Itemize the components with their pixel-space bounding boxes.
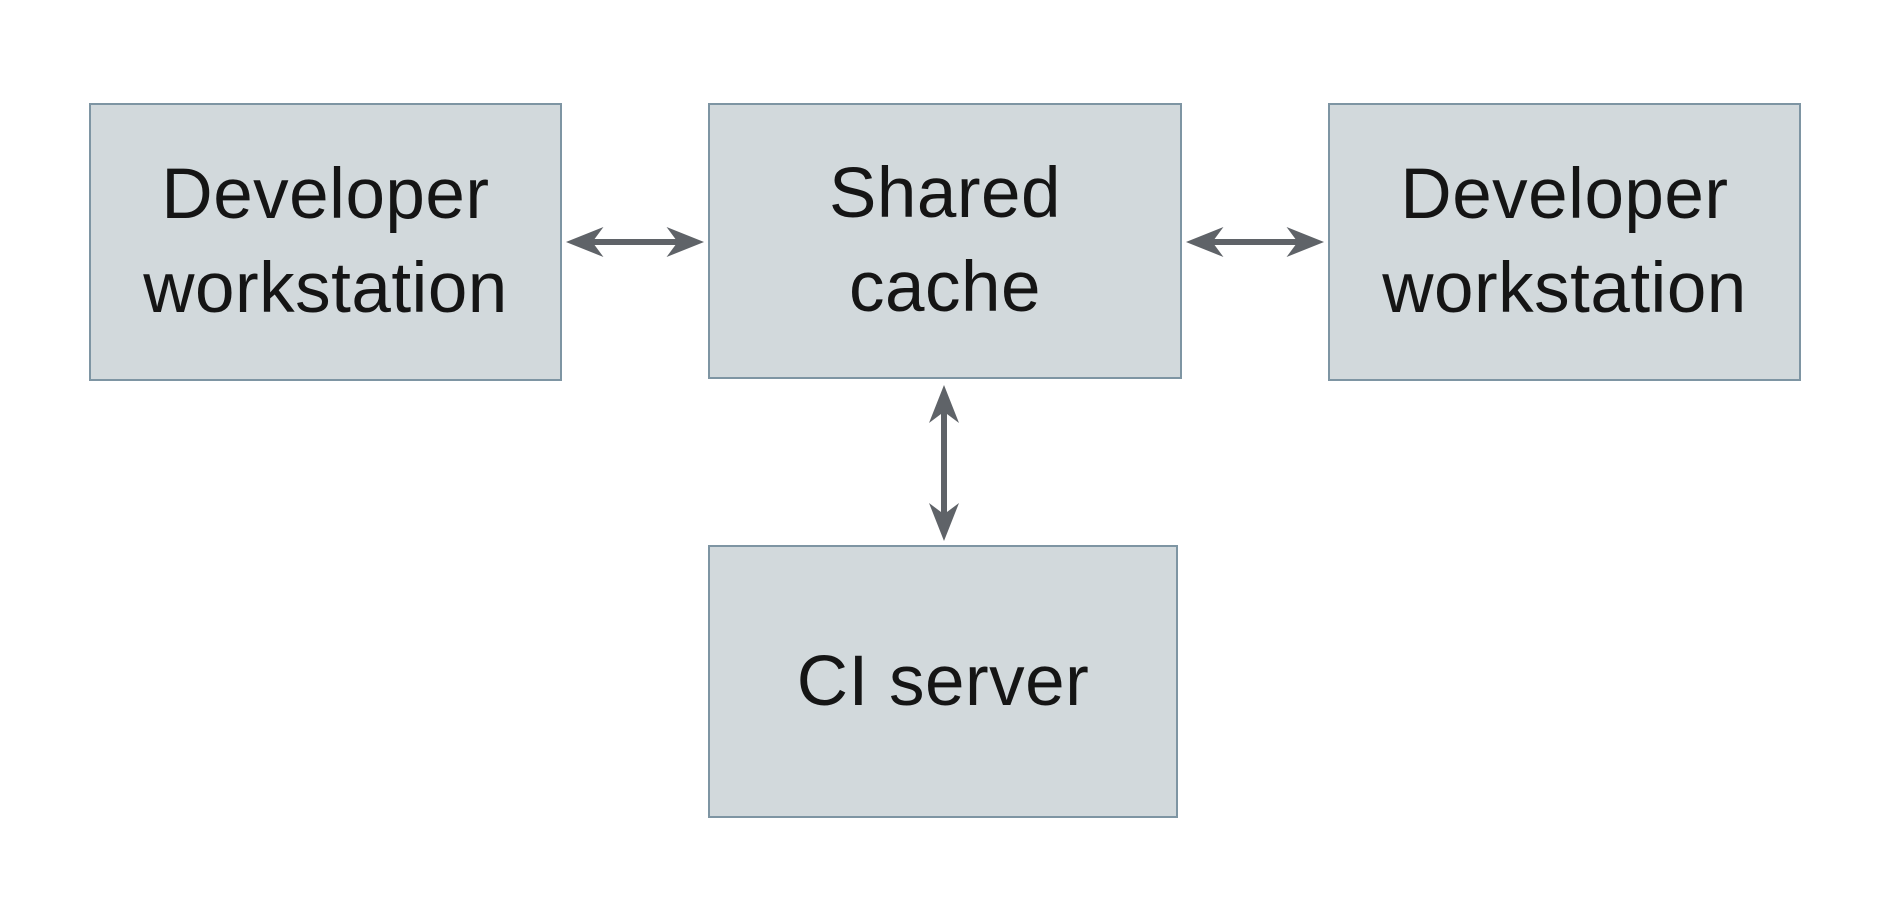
node-developer-workstation-right: Developer workstation [1328, 103, 1801, 381]
node-label: Developer [1400, 155, 1729, 234]
node-shared-cache: Shared cache [708, 103, 1182, 379]
node-label: workstation [1382, 249, 1747, 328]
node-ci-server: CI server [708, 545, 1178, 818]
node-label: Shared [829, 154, 1061, 233]
node-developer-workstation-left: Developer workstation [89, 103, 562, 381]
node-label: cache [849, 248, 1041, 327]
bidirectional-arrow-workstation-left-to-cache-icon [565, 227, 705, 257]
node-label: CI server [796, 641, 1090, 721]
node-label: workstation [143, 249, 508, 328]
bidirectional-arrow-cache-to-workstation-right-icon [1185, 227, 1325, 257]
node-label: Developer [161, 155, 490, 234]
bidirectional-arrow-cache-to-ci-server-icon [929, 385, 959, 541]
